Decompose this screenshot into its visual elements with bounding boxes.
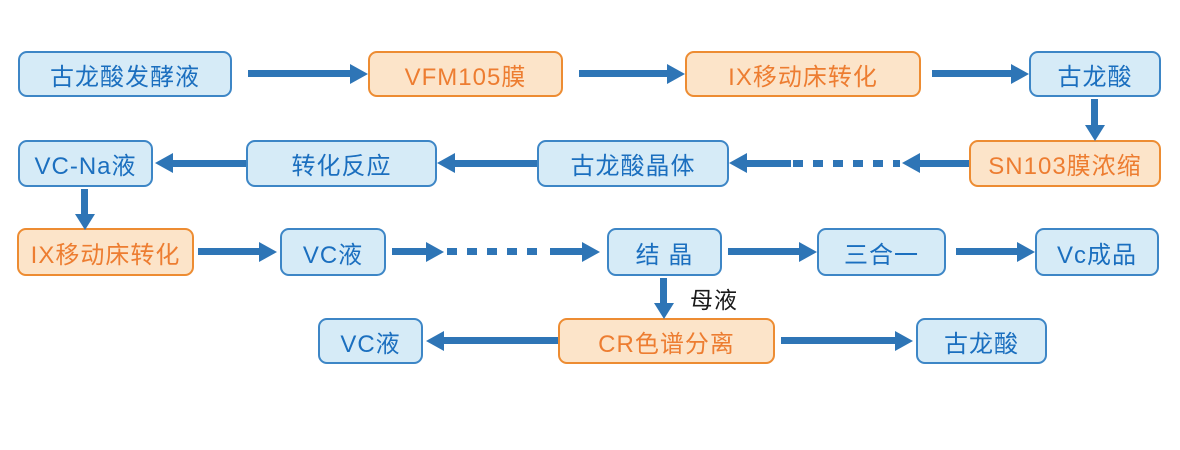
arrow-crystal-to-conversion-shaft [453, 160, 537, 167]
arrow-conversion-to-vcna-shaft [171, 160, 246, 167]
node-ix-moving-bed-left: IX移动床转化 [17, 228, 194, 276]
arrow-three-to-product-shaft [956, 248, 1019, 255]
arrow-sn103-to-crystal-shaft1 [918, 160, 969, 167]
arrow-vcliquid-to-cryst-dots [447, 248, 545, 255]
arrow-cryst-to-cr-shaft [660, 278, 667, 303]
node-vc-liquid-bottom: VC液 [318, 318, 423, 364]
node-ix-moving-bed-top: IX移动床转化 [685, 51, 921, 97]
arrow-ix-to-vcliquid-head [259, 242, 277, 262]
arrow-crystal-to-conversion-head [437, 153, 455, 173]
arrow-vcliquid-to-cryst-shaft1 [392, 248, 428, 255]
arrow-cr-to-vcliquid-head [426, 331, 444, 351]
arrow-cr-to-gulonic-shaft [781, 337, 897, 344]
arrow-broth-to-vfm105-shaft [248, 70, 352, 77]
node-vc-na-liquid: VC-Na液 [18, 140, 153, 187]
arrow-vcliquid-to-cryst-shaft2 [550, 248, 584, 255]
arrow-vcna-to-ix-shaft [81, 189, 88, 214]
arrow-ix-to-gulonic-head [1011, 64, 1029, 84]
arrow-cryst-to-cr-head [654, 303, 674, 319]
arrow-sn103-to-crystal-dots [793, 160, 900, 167]
arrow-cryst-to-three-shaft [728, 248, 801, 255]
arrow-vcliquid-to-cryst-head1 [426, 242, 444, 262]
arrow-cr-to-vcliquid-shaft [442, 337, 558, 344]
arrow-cr-to-gulonic-head [895, 331, 913, 351]
node-vc-liquid-mid: VC液 [280, 228, 386, 276]
arrow-broth-to-vfm105-head [350, 64, 368, 84]
node-cr-chromatography: CR色谱分离 [558, 318, 775, 364]
node-sn103-membrane: SN103膜浓缩 [969, 140, 1161, 187]
arrow-sn103-to-crystal-shaft2 [745, 160, 791, 167]
arrow-three-to-product-head [1017, 242, 1035, 262]
arrow-sn103-to-crystal-head2 [729, 153, 747, 173]
node-vfm105-membrane: VFM105膜 [368, 51, 563, 97]
arrow-vcna-to-ix-head [75, 214, 95, 230]
arrow-vfm105-to-ix-head [667, 64, 685, 84]
node-gulonic-acid-crystal: 古龙酸晶体 [537, 140, 729, 187]
node-fermentation-broth: 古龙酸发酵液 [18, 51, 232, 97]
arrow-cryst-to-three-head [799, 242, 817, 262]
arrow-gulonic-to-sn103-head [1085, 125, 1105, 141]
node-gulonic-acid-bottom: 古龙酸 [916, 318, 1047, 364]
arrow-ix-to-vcliquid-shaft [198, 248, 261, 255]
arrow-vfm105-to-ix-shaft [579, 70, 669, 77]
node-crystallization: 结 晶 [607, 228, 722, 276]
node-conversion-reaction: 转化反应 [246, 140, 437, 187]
arrow-vcliquid-to-cryst-head2 [582, 242, 600, 262]
node-vc-product: Vc成品 [1035, 228, 1159, 276]
edge-label-mother-liquor: 母液 [690, 287, 738, 313]
node-three-in-one: 三合一 [817, 228, 946, 276]
node-gulonic-acid-top: 古龙酸 [1029, 51, 1161, 97]
arrow-gulonic-to-sn103-shaft [1091, 99, 1098, 125]
arrow-conversion-to-vcna-head [155, 153, 173, 173]
arrow-ix-to-gulonic-shaft [932, 70, 1013, 77]
arrow-sn103-to-crystal-head1 [902, 153, 920, 173]
